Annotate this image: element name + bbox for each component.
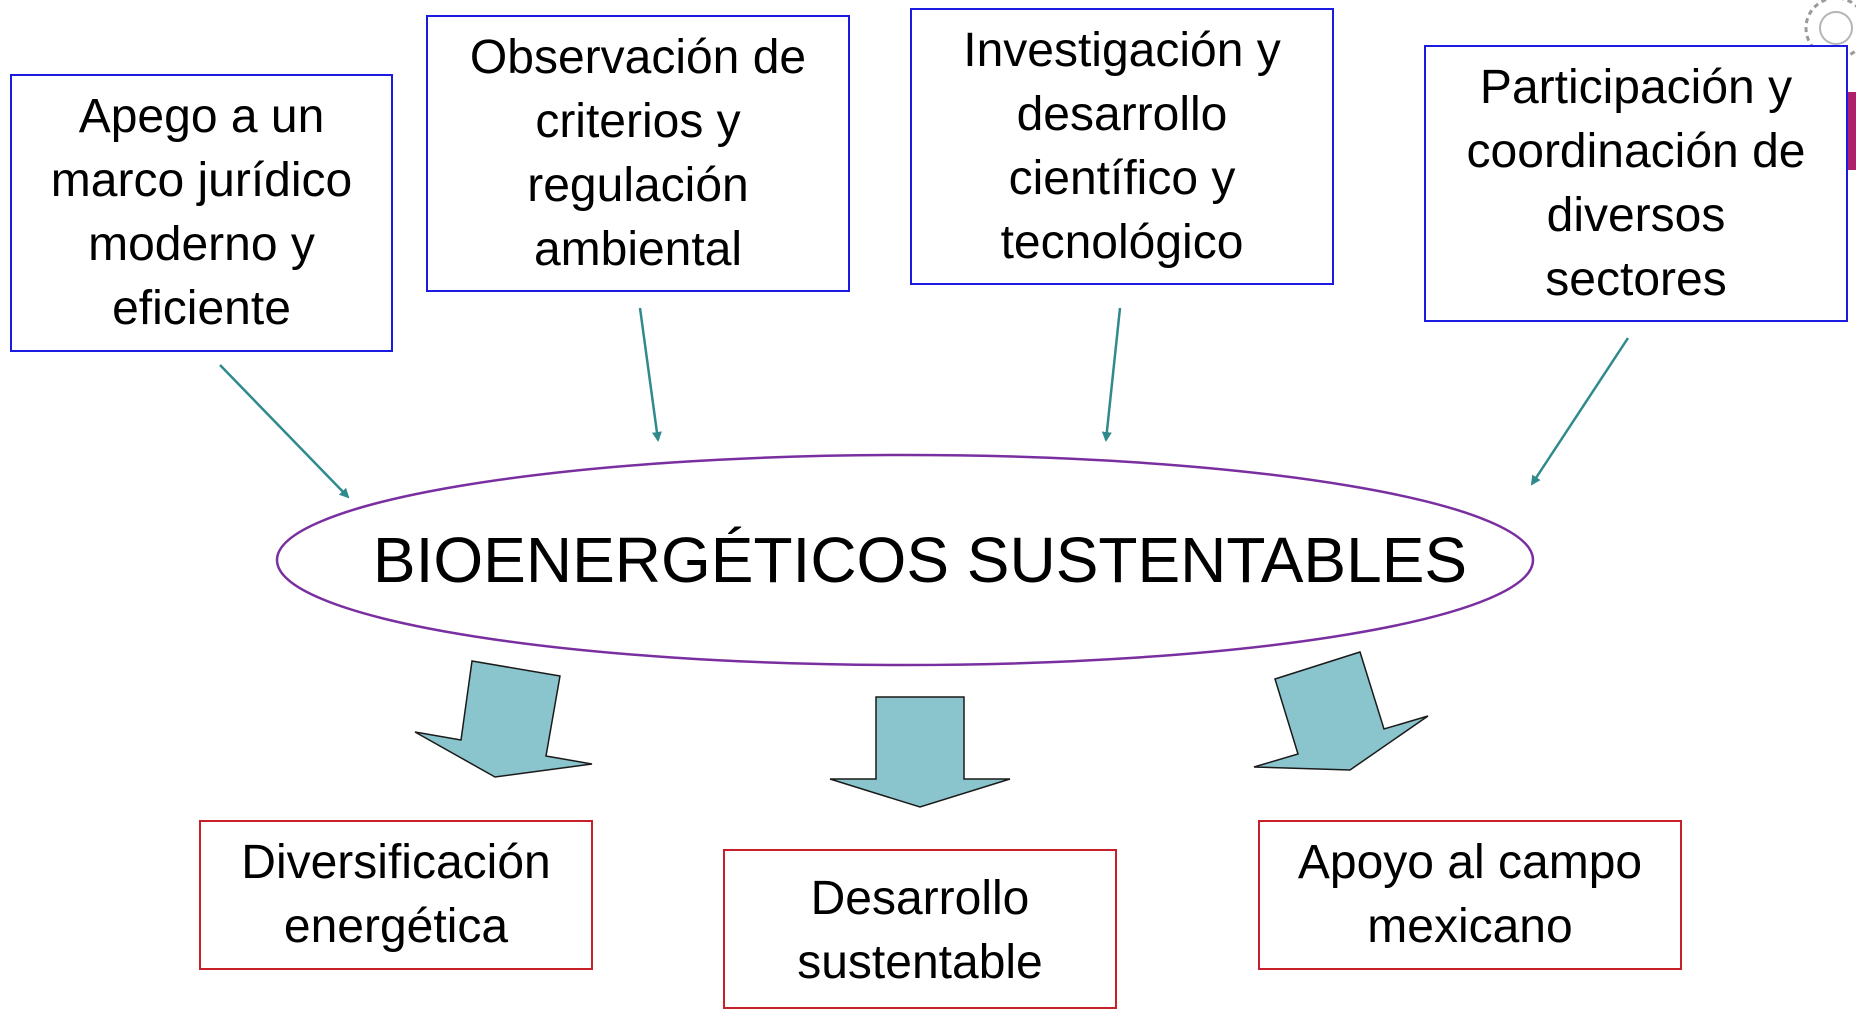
block-arrow-center [829,696,1011,808]
connector-arrow-3 [1101,307,1122,442]
center-ellipse [275,453,1535,667]
input-box-sector-coordination: Participación y coordinación de diversos… [1424,45,1848,322]
output-label: Diversificación energética [241,836,551,953]
input-label: Apego a un marco jurídico moderno y efic… [50,90,353,335]
block-arrow-left [414,660,593,778]
input-box-environmental-regulation: Observación de criterios y regulación am… [426,15,850,292]
connector-arrow-1 [219,364,350,499]
input-label: Participación y coordinación de diversos… [1466,60,1806,306]
output-box-energy-diversification: Diversificación energética [199,820,593,970]
input-box-legal-framework: Apego a un marco jurídico moderno y efic… [10,74,393,352]
output-box-rural-support: Apoyo al campo mexicano [1258,820,1682,970]
output-label: Desarrollo sustentable [797,872,1043,989]
block-arrow-right [1253,651,1429,771]
input-box-research-development: Investigación y desarrollo científico y … [910,8,1334,285]
output-box-sustainable-development: Desarrollo sustentable [723,849,1117,1009]
input-label: Investigación y desarrollo científico y … [963,23,1281,269]
output-label: Apoyo al campo mexicano [1297,836,1643,953]
input-label: Observación de criterios y regulación am… [469,30,807,276]
connector-arrow-2 [638,307,662,442]
center-title: BIOENERGÉTICOS SUSTENTABLES [372,524,1468,596]
connector-arrow-4 [1530,337,1630,486]
